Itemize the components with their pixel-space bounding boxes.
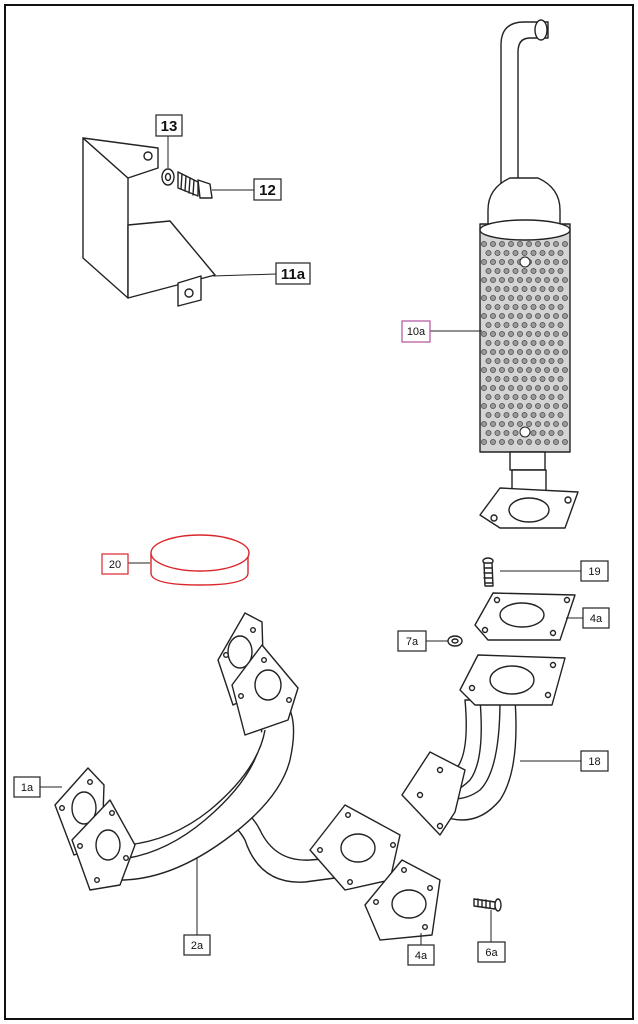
label-6a: 6a	[477, 941, 506, 963]
label-12: 12	[253, 178, 282, 201]
perforation-holes	[481, 241, 568, 445]
cap-20	[150, 534, 250, 586]
bolt-12	[177, 171, 213, 199]
svg-text:11a: 11a	[281, 266, 306, 283]
svg-text:6a: 6a	[485, 947, 498, 959]
leader-lines	[40, 136, 583, 945]
pipe-18	[401, 654, 566, 836]
label-7a: 7a	[397, 630, 427, 652]
svg-text:7a: 7a	[406, 636, 419, 648]
muffler-10a	[479, 19, 579, 529]
label-1a: 1a	[13, 776, 41, 798]
screw-6a	[473, 898, 502, 912]
manifold-2a	[54, 612, 401, 891]
gasket-4a-bottom	[364, 859, 441, 941]
svg-text:1a: 1a	[21, 782, 34, 794]
label-11a: 11a	[275, 262, 311, 285]
gasket-4a-top	[474, 592, 576, 641]
label-19: 19	[580, 560, 609, 582]
label-18: 18	[580, 750, 609, 772]
manifold-bolt-holes	[59, 627, 397, 886]
svg-text:19: 19	[588, 566, 600, 578]
label-4a-top: 4a	[582, 607, 610, 629]
svg-text:13: 13	[161, 118, 178, 135]
label-13: 13	[155, 114, 183, 137]
svg-text:4a: 4a	[415, 950, 428, 962]
bracket-11a	[82, 137, 216, 307]
nut-7a	[447, 635, 463, 647]
label-10a: 10a	[401, 320, 431, 343]
washer-13	[161, 168, 175, 186]
svg-text:4a: 4a	[590, 613, 603, 625]
svg-text:2a: 2a	[191, 940, 204, 952]
svg-text:18: 18	[588, 756, 600, 768]
screw-19	[482, 557, 494, 587]
diagram-frame	[4, 4, 634, 1020]
svg-text:20: 20	[109, 559, 121, 571]
label-20: 20	[101, 553, 129, 575]
svg-text:12: 12	[259, 182, 276, 199]
svg-text:10a: 10a	[407, 326, 426, 338]
label-2a: 2a	[183, 934, 211, 956]
label-4a-bottom: 4a	[407, 944, 435, 966]
